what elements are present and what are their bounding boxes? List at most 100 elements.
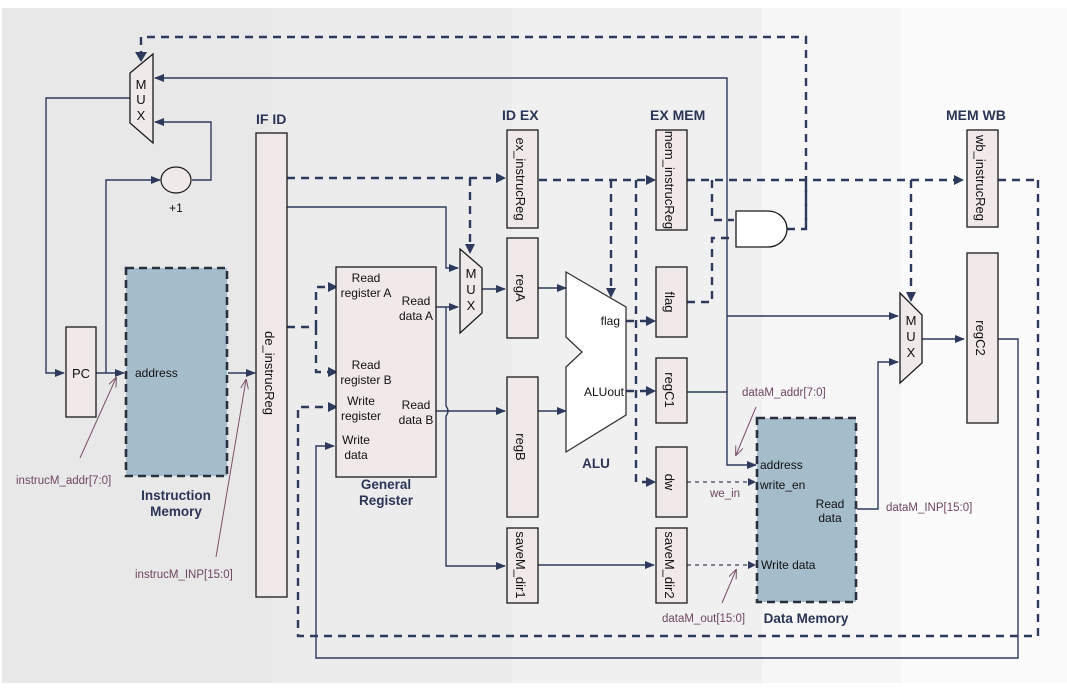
instr-notes: instrucM_addr[7:0] instrucM_INP[15:0] <box>16 378 246 581</box>
id-mux: M U X <box>459 247 483 335</box>
wire-readdata-to-wbmux <box>857 358 899 510</box>
savem-dir2-label: saveM_dir2 <box>662 531 677 598</box>
gr-read-register-a-2: register A <box>341 286 392 300</box>
pc-register: PC <box>65 326 97 418</box>
imem-title-line1: Instruction <box>141 488 211 503</box>
wire-branch-to-pcmux <box>154 74 728 240</box>
mem-instrucreg-label: mem_instrucReg <box>662 131 677 229</box>
stage-label-id-ex: ID EX <box>502 107 539 123</box>
flag-label: flag <box>662 292 677 313</box>
general-register: Read register A Read data A Read registe… <box>335 266 437 508</box>
control-wires <box>135 35 1040 638</box>
alu: flag ALUout ALU <box>565 270 627 471</box>
imem-title-line2: Memory <box>150 504 202 519</box>
de-instrucreg-label: de_instrucReg <box>262 331 277 415</box>
dmem-port-write-data: Write data <box>761 558 816 572</box>
dmem-port-address: address <box>760 458 803 472</box>
regb-label: regB <box>513 433 528 460</box>
note-data-addr: dataM_addr[7:0] <box>742 387 826 399</box>
dw-register: dw <box>655 446 688 518</box>
gr-read-data-b-1: Read <box>402 398 431 412</box>
de-instrucreg: de_instrucReg <box>255 132 288 598</box>
dmem-title: Data Memory <box>764 611 849 626</box>
data-wires <box>45 74 1019 659</box>
note-data-inp: dataM_INP[15:0] <box>886 502 972 514</box>
dmem-port-write-en: write_en <box>759 478 805 492</box>
imem-port-address: address <box>135 366 178 380</box>
savem-dir2-register: saveM_dir2 <box>655 527 688 604</box>
data-memory: address write_en Read data Write data Da… <box>755 416 858 626</box>
regc2-register: regC2 <box>966 252 999 424</box>
wire-ifid-to-idmux <box>287 206 459 272</box>
gr-write-register-1: Write <box>347 394 375 408</box>
ctrl-to-read-reg-b <box>314 327 330 374</box>
gr-read-data-a-2: data A <box>399 309 433 323</box>
instruction-memory: address Instruction Memory <box>124 266 229 519</box>
wire-regc2-to-writedata <box>315 338 1019 659</box>
dw-label: dw <box>662 474 677 491</box>
dmem-port-read-data-2: data <box>818 511 842 525</box>
pc-label: PC <box>72 366 90 381</box>
gr-write-data-1: Write <box>342 433 370 447</box>
wire-pc-to-incrementer <box>105 176 161 373</box>
ctrl-to-dw <box>634 180 648 484</box>
stage-label-ex-mem: EX MEM <box>650 107 705 123</box>
gr-read-register-b-2: register B <box>340 373 391 387</box>
wire-regc1-to-dmem-address <box>687 391 757 469</box>
wire-incrementer-to-pcmux <box>154 118 212 181</box>
gr-read-data-b-2: data B <box>399 413 434 427</box>
note-instr-inp: instrucM_INP[15:0] <box>135 569 233 581</box>
rega-register: regA <box>506 237 539 339</box>
wb-mux-letter-x: X <box>907 345 916 360</box>
note-instr-addr: instrucM_addr[7:0] <box>16 475 111 487</box>
incrementer: +1 <box>160 166 192 215</box>
flag-register: flag <box>655 266 688 338</box>
id-mux-letter-x: X <box>467 298 476 313</box>
ctrl-flag-to-and-in2 <box>687 236 734 304</box>
gr-write-data-2: data <box>344 448 368 462</box>
pc-mux-letter-m: M <box>136 77 147 92</box>
ctrl-to-read-reg-a <box>287 285 330 329</box>
alu-title: ALU <box>582 456 610 471</box>
stage-label-mem-wb: MEM WB <box>946 107 1006 123</box>
note-we-in: we_in <box>709 488 740 500</box>
wire-rdB-to-savem1 <box>445 307 506 570</box>
savem-dir1-register: saveM_dir1 <box>506 527 539 604</box>
ctrl-and-out <box>787 180 808 231</box>
gr-write-register-2: register <box>341 409 381 423</box>
regc1-register: regC1 <box>655 357 688 424</box>
rega-label: regA <box>513 274 528 302</box>
and-gate <box>735 210 788 248</box>
dmem-port-read-data-1: Read <box>816 497 845 511</box>
alu-port-aluout: ALUout <box>584 385 625 399</box>
ctrl-wb-to-write-register <box>296 180 1040 638</box>
id-mux-letter-u: U <box>466 282 475 297</box>
alu-port-flag: flag <box>601 314 620 328</box>
wb-mux: M U X <box>899 291 923 385</box>
incrementer-label: +1 <box>169 201 183 215</box>
wb-instrucreg: wb_instrucReg <box>966 129 999 228</box>
gr-read-data-a-1: Read <box>402 294 431 308</box>
savem-dir1-label: saveM_dir1 <box>513 531 528 598</box>
regb-register: regB <box>506 376 539 518</box>
id-mux-letter-m: M <box>466 266 477 281</box>
wb-instrucreg-label: wb_instrucReg <box>973 134 988 221</box>
gr-read-register-a-1: Read <box>352 271 381 285</box>
gr-title-line2: Register <box>359 493 414 508</box>
ctrl-and-to-pcmux <box>139 35 808 226</box>
gr-title-line1: General <box>361 477 411 492</box>
ex-instrucreg-label: ex_instrucReg <box>513 137 528 220</box>
wire-pcmux-to-pc <box>45 97 130 377</box>
pc-mux: M U X <box>129 52 154 145</box>
ex-instrucreg: ex_instrucReg <box>506 129 539 229</box>
wb-mux-letter-u: U <box>906 329 915 344</box>
mem-instrucreg: mem_instrucReg <box>655 129 688 231</box>
pc-mux-letter-u: U <box>136 92 145 107</box>
regc2-label: regC2 <box>973 320 988 355</box>
data-notes: dataM_addr[7:0] we_in dataM_out[15:0] da… <box>662 387 972 625</box>
regc1-label: regC1 <box>662 372 677 407</box>
note-data-out: dataM_out[15:0] <box>662 613 745 625</box>
wb-mux-letter-m: M <box>906 313 917 328</box>
stage-label-if-id: IF ID <box>256 111 286 127</box>
